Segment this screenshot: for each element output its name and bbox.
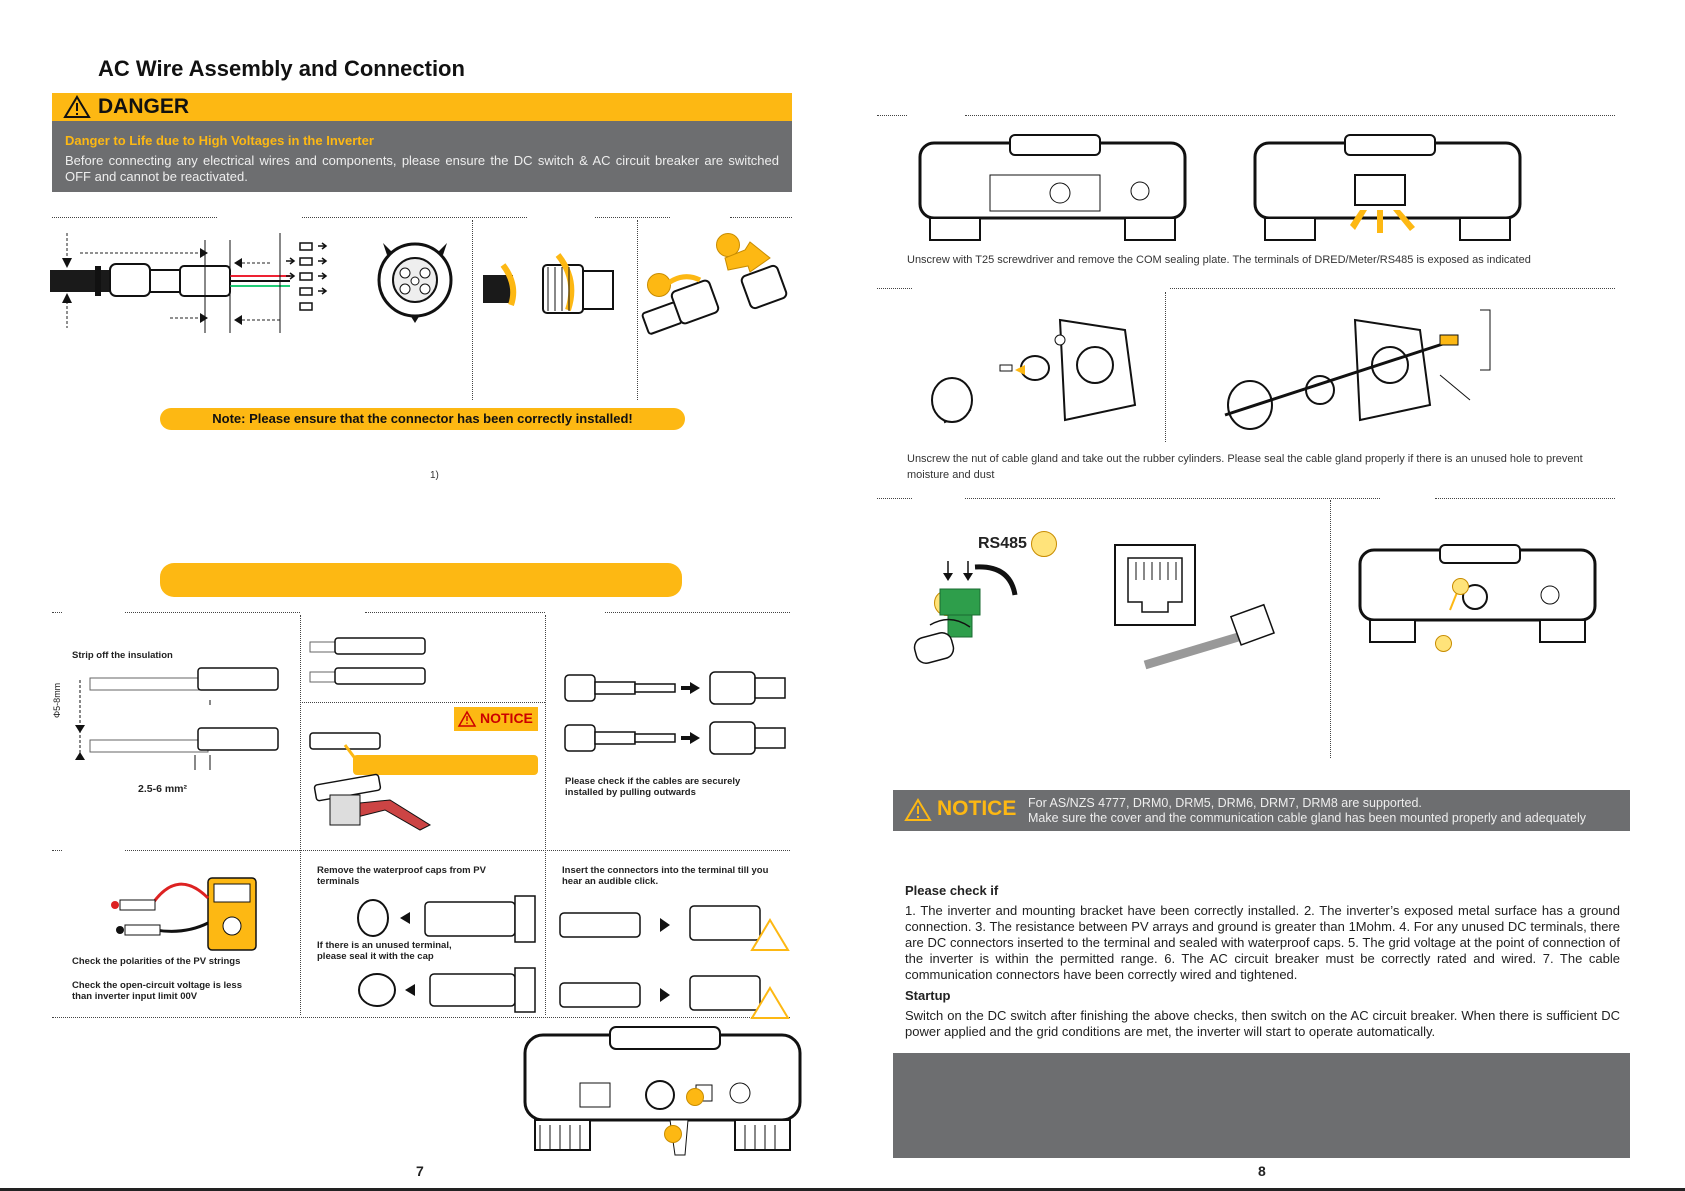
crimp-notice-pill	[353, 755, 538, 775]
connector-note-text: Note: Please ensure that the connector h…	[212, 411, 633, 426]
check-list-text: 1. The inverter and mounting bracket hav…	[905, 903, 1620, 982]
page-number-right: 8	[1258, 1163, 1266, 1179]
seal-cap-diagram	[358, 967, 536, 1013]
step-marker-5	[1031, 531, 1057, 557]
polarity-check-text: Check the polarities of the PV strings	[72, 956, 241, 967]
cable-through-gland-diagram	[1224, 309, 1491, 430]
cable-gland-disassembly-diagram	[931, 318, 1137, 424]
notice-line-2: Make sure the cover and the communicatio…	[1028, 811, 1586, 825]
notice-label: NOTICE	[937, 797, 1017, 820]
rj45-port-diagram	[1114, 544, 1276, 670]
notice-tag: NOTICE	[454, 707, 538, 731]
page-number-left: 7	[416, 1163, 424, 1179]
notice-line-1: For AS/NZS 4777, DRM0, DRM5, DRM6, DRM7,…	[1028, 796, 1422, 810]
rs485-label: RS485	[978, 535, 1027, 552]
remove-caps-diagram	[357, 895, 536, 943]
page-heading: AC Wire Assembly and Connection	[98, 56, 465, 81]
strip-insulation-label: Strip off the insulation	[72, 650, 173, 661]
step-marker-3	[686, 1088, 704, 1106]
com-sealing-caption: Unscrew with T25 screwdriver and remove …	[907, 254, 1531, 266]
step-marker-8	[1435, 635, 1452, 652]
check-heading: Please check if	[905, 883, 999, 898]
cross-section-label: 2.5-6 mm²	[138, 783, 188, 795]
ac-connector-face-diagram	[377, 242, 453, 323]
startup-text: Switch on the DC switch after finishing …	[905, 1008, 1620, 1039]
pv-connector-assembly-diagram	[564, 671, 786, 755]
inverter-com-port-diagram	[918, 134, 1187, 241]
rs485-green-connector-diagram	[913, 561, 1018, 664]
notice-tag-label: NOTICE	[480, 710, 533, 726]
warning-triangle-icon	[904, 798, 932, 821]
diameter-label: Φ5-8mm	[52, 682, 62, 718]
gray-info-panel	[893, 1053, 1630, 1158]
warning-triangle-icon	[63, 95, 91, 118]
inverter-rs485-location-diagram	[1358, 544, 1597, 643]
step-marker-4	[664, 1125, 682, 1143]
pv-contact-diagram	[309, 637, 426, 685]
cable-gland-caption: Unscrew the nut of cable gland and take …	[907, 453, 1583, 481]
warning-triangle-icon	[457, 710, 477, 727]
bottom-rule	[0, 1188, 1685, 1191]
notice-banner: NOTICE For AS/NZS 4777, DRM0, DRM5, DRM6…	[893, 790, 1630, 831]
plug-ac-connector-diagram	[641, 241, 788, 335]
step-marker-7	[1452, 578, 1469, 595]
insert-connectors-text: Insert the connectors into the terminal …	[562, 865, 769, 887]
unused-terminal-text: If there is an unused terminal, please s…	[317, 940, 452, 962]
danger-subtitle: Danger to Life due to High Voltages in t…	[65, 133, 374, 148]
pv-cable-strip-diagram	[75, 667, 279, 770]
inverter-ac-terminal-diagram	[523, 1026, 802, 1156]
remove-caps-text: Remove the waterproof caps from PV termi…	[317, 865, 486, 887]
danger-banner: DANGER	[52, 93, 792, 121]
ac-wire-stripping-diagram	[50, 233, 328, 333]
insert-connectors-diagram	[559, 905, 790, 1019]
inverter-com-terminals-exposed-diagram	[1253, 134, 1522, 241]
crimp-tool-diagram	[309, 732, 432, 831]
pull-check-text: Please check if the cables are securely …	[565, 776, 741, 798]
startup-heading: Startup	[905, 988, 951, 1003]
footnote-marker: 1)	[430, 470, 439, 481]
danger-text: Before connecting any electrical wires a…	[65, 153, 779, 184]
multimeter-diagram	[111, 877, 257, 951]
connector-note-pill: Note: Please ensure that the connector h…	[160, 408, 685, 430]
voltage-check-text: Check the open-circuit voltage is less t…	[72, 980, 242, 1002]
danger-message-panel: Danger to Life due to High Voltages in t…	[52, 121, 792, 192]
dc-warning-pill	[160, 563, 682, 597]
step-marker-2	[716, 233, 740, 257]
tighten-nut-diagram	[483, 253, 614, 314]
danger-label: DANGER	[98, 95, 190, 118]
